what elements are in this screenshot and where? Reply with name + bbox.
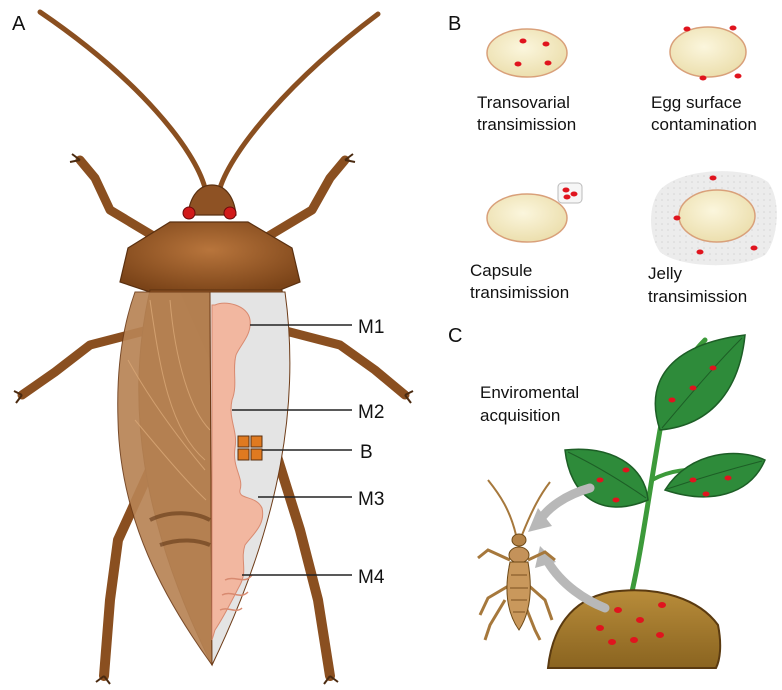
mode-1-line2: transimission — [477, 115, 576, 134]
mode-2-line1: Egg surface — [651, 93, 742, 112]
plant-illustration — [548, 335, 765, 668]
leg-hind-right — [275, 450, 330, 676]
label-b: B — [360, 442, 373, 463]
arrow-leaf-to-nymph — [540, 488, 590, 520]
leg-mid-right — [282, 330, 405, 395]
eye-left — [183, 207, 195, 219]
insect-illustration — [14, 12, 413, 684]
leg-front-right — [262, 160, 345, 240]
label-m1: M1 — [358, 317, 384, 338]
soil-mound — [548, 590, 720, 668]
egg-surface-contamination — [670, 26, 746, 81]
mode-1-line1: Transovarial — [477, 93, 570, 112]
antenna-left — [40, 12, 205, 188]
label-m3: M3 — [358, 489, 384, 510]
egg-jelly-transmission — [651, 171, 777, 265]
egg-capsule-transmission — [487, 183, 582, 242]
acquisition-line2: acquisition — [480, 406, 560, 425]
mode-2-line2: contamination — [651, 115, 757, 134]
mode-3-line1: Capsule — [470, 261, 532, 280]
leaf-right — [665, 454, 765, 497]
mode-4-line1: Jelly — [648, 264, 683, 283]
mode-3-line2: transimission — [470, 283, 569, 302]
acquisition-line1: Enviromental — [480, 383, 579, 402]
arrow-soil-to-nymph — [548, 562, 605, 608]
label-m4: M4 — [358, 567, 385, 588]
panel-c-letter: C — [448, 325, 462, 347]
eye-right — [224, 207, 236, 219]
label-m2: M2 — [358, 402, 384, 423]
panel-b-letter: B — [448, 13, 461, 35]
leg-front-left — [80, 160, 160, 240]
insect-wing-left — [118, 292, 212, 665]
egg-transovarial — [487, 29, 567, 77]
leaf-left — [565, 449, 648, 507]
panel-a-letter: A — [12, 13, 26, 35]
mode-4-line2: transimission — [648, 287, 747, 306]
